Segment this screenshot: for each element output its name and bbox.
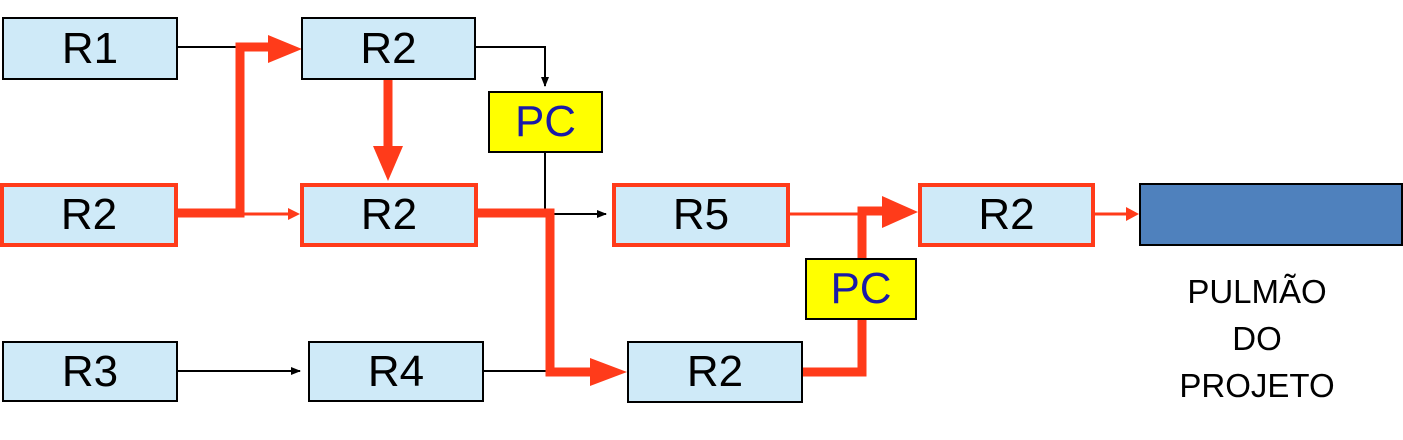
task-r1-top: R1	[2, 17, 178, 80]
task-r5: R5	[612, 183, 790, 247]
critical-arrowhead-r2-end	[882, 196, 918, 228]
feeding-buffer-upper: PC	[488, 91, 603, 153]
critical-r2-mid-to-r2-low	[478, 208, 592, 377]
task-r2-top: R2	[301, 17, 476, 80]
project-buffer-label-line3: PROJETO	[1179, 367, 1335, 404]
task-r2-left: R2	[0, 183, 178, 247]
task-r3: R3	[2, 341, 178, 402]
feeding-buffer-lower: PC	[805, 258, 917, 320]
task-r2-mid: R2	[300, 183, 478, 247]
critical-r2-left-up	[178, 42, 270, 218]
critical-arrowhead-r2-low	[590, 358, 627, 386]
edge-pc-to-r5	[544, 153, 607, 218]
task-r2-low: R2	[627, 341, 803, 403]
project-buffer	[1139, 183, 1403, 246]
task-r2-end: R2	[918, 183, 1095, 247]
arrowhead-buffer	[1126, 207, 1139, 221]
task-r4: R4	[308, 341, 484, 402]
project-buffer-label: PULMÃO DO PROJETO	[1137, 268, 1377, 409]
critical-arrowhead-r2-mid	[373, 146, 403, 181]
critical-arrowhead-r2-top	[268, 35, 302, 63]
project-buffer-label-line1: PULMÃO	[1187, 273, 1327, 310]
arrowhead-r2-mid	[288, 208, 300, 220]
edge-r2-top-to-pc	[476, 46, 549, 87]
project-buffer-label-line2: DO	[1232, 320, 1282, 357]
